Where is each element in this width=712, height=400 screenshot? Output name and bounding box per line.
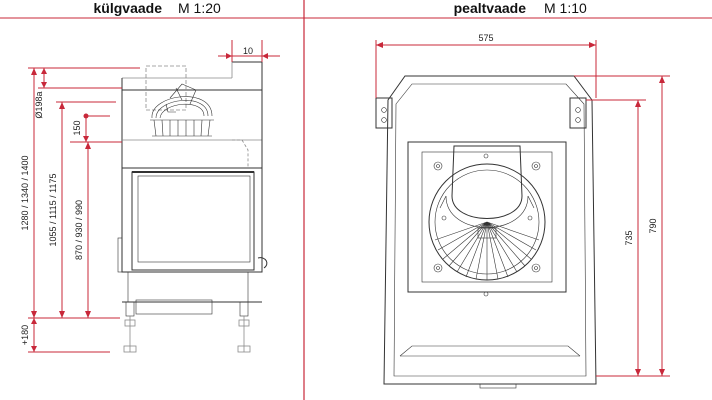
- dim-top-offset: 10: [243, 46, 253, 56]
- bracket-right: [569, 97, 587, 129]
- door-hinge: [117, 237, 123, 273]
- dim-depth-inner: 735: [624, 230, 634, 245]
- dim-flue-diameter: Ø198a: [34, 91, 44, 118]
- firebox-frame: [131, 171, 255, 271]
- left-panel-title: külgvaade: [94, 0, 163, 16]
- dim-leg: +180: [20, 325, 30, 345]
- dim-mid-height: 1055 / 1115 / 1175: [48, 173, 58, 246]
- side-view: 10 1280 / 1340 / 1400 1055 / 1115 / 1175…: [20, 40, 280, 353]
- dim-total-height: 1280 / 1340 / 1400: [20, 155, 30, 230]
- base-frame: [127, 271, 249, 303]
- rear-flue-dashed: [232, 139, 249, 168]
- top-inner-shell: [393, 83, 587, 377]
- dim-low-height: 870 / 930 / 990: [74, 200, 84, 260]
- ash-drawer: [135, 299, 213, 315]
- flue-adapter: [145, 65, 214, 137]
- dim-depth-outer: 790: [648, 218, 658, 233]
- dim-width: 575: [478, 33, 493, 43]
- top-view: 575 735 790: [375, 33, 670, 389]
- dim-150: 150: [72, 120, 82, 135]
- fan-vanes: [434, 221, 540, 280]
- left-panel-scale: M 1:20: [178, 0, 221, 16]
- firebox-body: [121, 167, 263, 273]
- legs: [123, 301, 251, 353]
- right-panel-title: pealtvaade: [454, 0, 527, 16]
- flue-collar: [451, 145, 523, 219]
- fan-frame: [421, 151, 553, 283]
- firebox-glass: [137, 175, 251, 263]
- hood-body: [121, 89, 263, 169]
- door-handle: [257, 257, 268, 269]
- right-panel-scale: M 1:10: [544, 0, 587, 16]
- bracket-left: [375, 97, 393, 129]
